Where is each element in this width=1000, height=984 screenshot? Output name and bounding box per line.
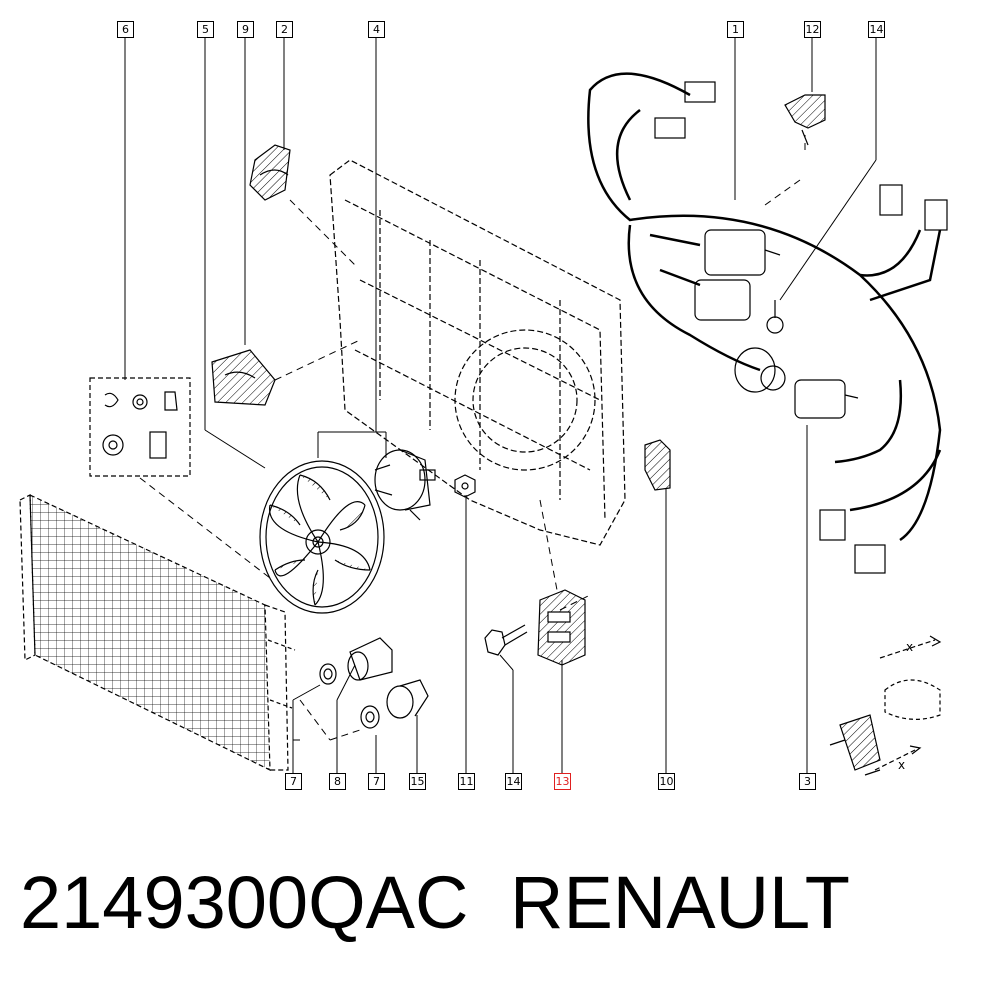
washer-lower <box>360 705 380 729</box>
callout-9: 9 <box>237 21 254 38</box>
bolt-lower <box>484 624 528 656</box>
temperature-switch <box>734 347 859 419</box>
sensor-thermal <box>347 637 393 681</box>
callout-13: 13 <box>554 773 571 790</box>
callout-1: 1 <box>727 21 744 38</box>
callout-14-top: 14 <box>868 21 885 38</box>
bracket <box>644 439 671 491</box>
leader-lines <box>124 37 877 773</box>
callout-7-left: 7 <box>285 773 302 790</box>
washer-upper <box>319 663 337 685</box>
fastener-kit <box>89 377 191 477</box>
callout-15: 15 <box>409 773 426 790</box>
callout-11: 11 <box>458 773 475 790</box>
part-number: 2149300QAC <box>20 861 469 944</box>
assembly-dashed-lines <box>139 135 806 741</box>
callout-8: 8 <box>329 773 346 790</box>
callout-12: 12 <box>804 21 821 38</box>
callout-2: 2 <box>276 21 293 38</box>
harness-clip <box>784 94 826 146</box>
harness-connectors <box>654 81 948 574</box>
callout-10: 10 <box>658 773 675 790</box>
brand-name: RENAULT <box>510 861 850 944</box>
fan-clip-upper <box>249 144 291 201</box>
wiring-harness <box>587 72 942 542</box>
fan-motor <box>374 449 436 521</box>
fan-clip-lower <box>211 349 276 406</box>
fan-shroud-frame <box>329 159 626 546</box>
callout-14-bottom: 14 <box>505 773 522 790</box>
fan-resistor-lower <box>694 279 751 321</box>
detail-label-x-top: x <box>906 640 914 654</box>
callout-3: 3 <box>799 773 816 790</box>
detail-view <box>829 635 942 776</box>
screw-upper <box>766 300 784 334</box>
drain-plug <box>386 679 429 719</box>
fan-resistor-upper <box>704 229 781 276</box>
detail-label-x-bottom: x <box>898 758 906 772</box>
callout-7-right: 7 <box>368 773 385 790</box>
callout-4: 4 <box>368 21 385 38</box>
callout-6: 6 <box>117 21 134 38</box>
cooling-fan <box>259 460 385 614</box>
mounting-block <box>537 589 586 666</box>
nut <box>454 474 476 498</box>
radiator <box>19 494 296 771</box>
callout-5: 5 <box>197 21 214 38</box>
exploded-parts-diagram <box>19 37 948 776</box>
